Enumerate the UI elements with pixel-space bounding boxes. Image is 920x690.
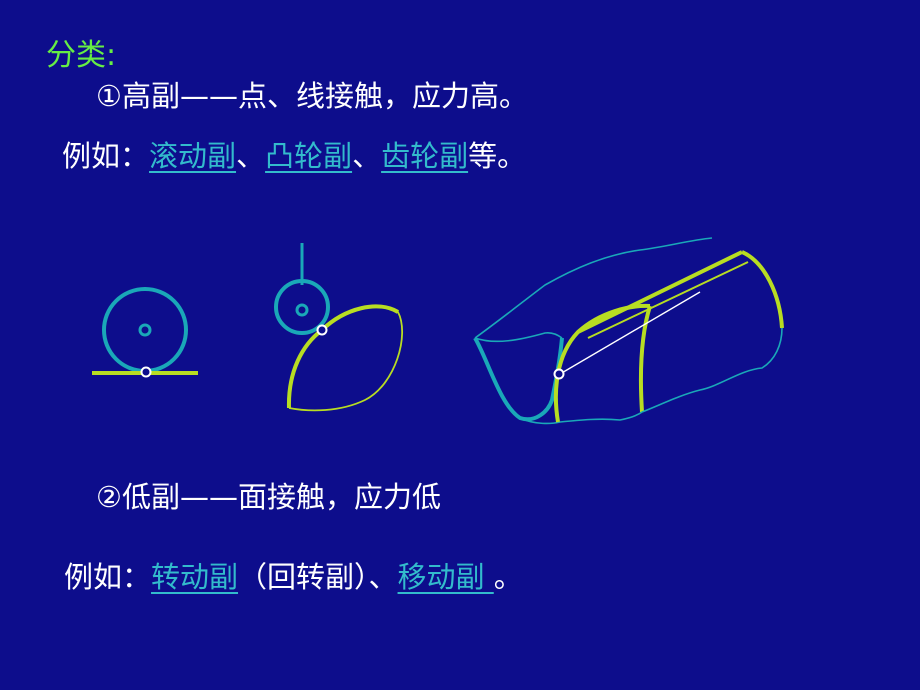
trough-rim bbox=[474, 332, 563, 343]
examples-suffix: 等。 bbox=[468, 139, 527, 173]
separator: 、 bbox=[236, 139, 266, 173]
link-rolling-pair[interactable]: 滚动副 bbox=[149, 139, 237, 173]
cylinder-back-arc bbox=[741, 250, 784, 329]
link-cam-pair[interactable]: 凸轮副 bbox=[265, 139, 353, 173]
cylinder-bottom-edge bbox=[559, 411, 643, 423]
cylinder-front-arc bbox=[553, 303, 651, 423]
high-pair-definition: ①高副——点、线接触，应力高。 bbox=[96, 79, 528, 113]
link-prismatic-pair[interactable]: 移动副 bbox=[397, 560, 494, 594]
link-gear-pair[interactable]: 齿轮副 bbox=[381, 139, 469, 173]
follower-roller bbox=[274, 279, 330, 335]
cylinder-body-edge bbox=[641, 327, 783, 413]
cam-outline-thin bbox=[288, 305, 403, 412]
cylinder-side bbox=[638, 305, 652, 413]
cylinder-top-edge bbox=[577, 250, 743, 334]
contact-point bbox=[140, 366, 152, 378]
separator: 、 bbox=[352, 139, 382, 173]
roller-pin bbox=[295, 303, 309, 317]
low-pair-examples: 例如：转动副（回转副）、移动副 。 bbox=[64, 563, 523, 592]
cam-edge bbox=[286, 328, 324, 409]
trough-back-edge bbox=[474, 237, 713, 339]
heading-classification: 分类: bbox=[46, 38, 117, 73]
trough-bottom bbox=[519, 417, 561, 425]
cam-top-edge bbox=[320, 304, 400, 332]
example-prefix: 例如： bbox=[62, 139, 150, 173]
contact-line bbox=[559, 291, 701, 375]
example-prefix: 例如： bbox=[64, 560, 152, 594]
wheel-circle bbox=[102, 287, 188, 373]
low-pair-definition: ②低副——面接触，应力低 bbox=[96, 480, 441, 514]
contact-point bbox=[316, 324, 328, 336]
revolute-alias: （回转副）、 bbox=[238, 560, 398, 594]
trough-front bbox=[473, 336, 564, 422]
wheel-axle bbox=[138, 323, 152, 337]
contact-point bbox=[553, 368, 565, 380]
rolling-pair-figure bbox=[92, 287, 198, 378]
cylinder-ridge bbox=[587, 261, 749, 339]
high-pair-examples: 例如：滚动副、凸轮副、齿轮副等。 bbox=[62, 142, 526, 171]
gear-line-contact-figure bbox=[473, 237, 784, 425]
link-revolute-pair[interactable]: 转动副 bbox=[151, 560, 239, 594]
cam-pair-figure bbox=[274, 243, 403, 412]
examples-end: 。 bbox=[493, 560, 523, 594]
